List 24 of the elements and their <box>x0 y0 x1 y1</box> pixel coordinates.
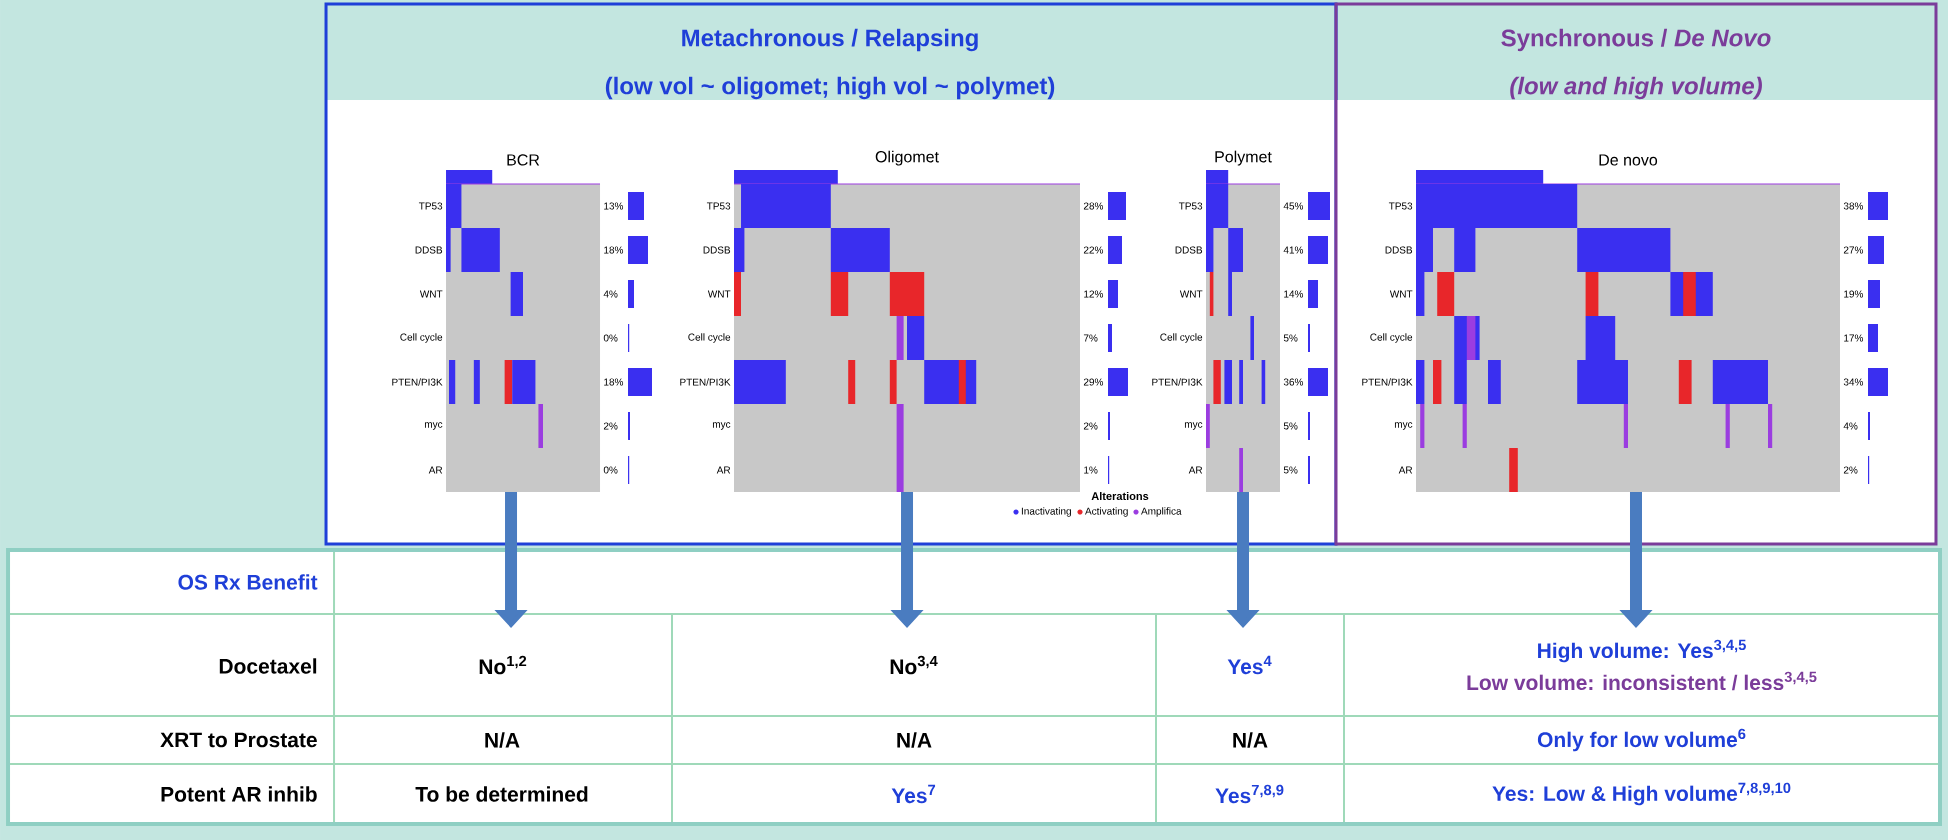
table-entry: High volume: Yes$^{3,4,5}$ Low volume: inconsistent / less$^{3,4,5}$ <box>1467 639 1817 691</box>
table-entry: N/A <box>1233 732 1268 748</box>
panel-heading: (low vol ~ oligomet; high vol ~ polymet) <box>605 76 1055 100</box>
panel-heading: Metachronous / Relapsing <box>682 28 978 52</box>
table-entry: N/A <box>485 732 520 748</box>
chart-title: Oligomet <box>875 150 939 166</box>
panel-heading: Synchronous / De Novo <box>1501 28 1771 52</box>
table-entry: No$^{3,4}$ <box>890 655 938 675</box>
table-entry: N/A <box>897 732 932 748</box>
table-entry: No$^{1,2}$ <box>479 655 527 675</box>
table-entry: Only for low volume$^{6}$ <box>1537 728 1746 752</box>
chart-title: BCR <box>507 154 540 166</box>
row-heading: Docetaxel <box>219 658 317 674</box>
chart-title: Polymet <box>1215 150 1272 166</box>
section-heading: OS Rx Benefit <box>178 574 318 590</box>
chart-title: De novo <box>1599 154 1658 166</box>
table-entry: To be determined <box>415 786 588 802</box>
row-heading: XRT to Prostate <box>160 732 317 748</box>
table-entry: Yes$^{7}$ <box>891 784 936 804</box>
panel-heading: (low and high volume) <box>1510 76 1762 100</box>
row-heading: Potent AR inhib <box>161 786 317 802</box>
table-entry: Yes: Low & High volume$^{7,8,9,10}$ <box>1492 782 1791 806</box>
table-entry: Yes$^{4}$ <box>1227 655 1272 675</box>
table-entry: Yes$^{7,8,9}$ <box>1215 784 1284 804</box>
